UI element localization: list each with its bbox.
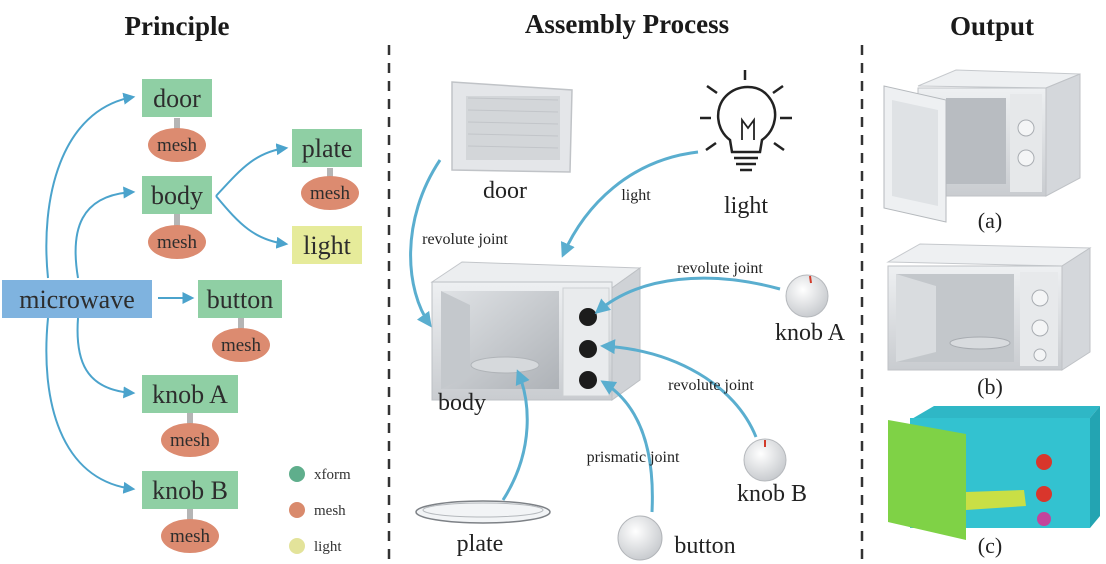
node-knob-b-label: knob B — [152, 476, 228, 505]
assembly-panel: door light body — [409, 70, 846, 561]
joint-knob-b-label: revolute joint — [668, 377, 754, 394]
node-body — [142, 176, 212, 214]
plate-part-label: plate — [457, 531, 504, 557]
knob-slot-a — [579, 308, 597, 326]
legend: xform mesh light — [289, 466, 351, 555]
output-a-label: (a) — [978, 208, 1002, 233]
node-knob-a — [142, 375, 238, 413]
node-plate — [292, 129, 362, 167]
mesh-knob-b — [161, 519, 219, 553]
node-microwave — [2, 280, 152, 318]
legend-xform-label: xform — [314, 467, 351, 483]
node-plate-label: plate — [302, 134, 353, 163]
joint-door-label: revolute joint — [422, 231, 508, 248]
mesh-knob-a — [161, 423, 219, 457]
mesh-body — [148, 225, 206, 259]
node-door-label: door — [153, 84, 201, 113]
mesh-door — [148, 128, 206, 162]
arrow-light — [560, 150, 699, 258]
node-door — [142, 79, 212, 117]
mesh-door-label: mesh — [157, 135, 198, 156]
principle-title: Principle — [125, 11, 230, 41]
legend-light-swatch — [289, 538, 305, 554]
mesh-button-label: mesh — [221, 335, 262, 356]
mesh-knob-b-label: mesh — [170, 526, 211, 547]
output-c-button — [1037, 512, 1051, 526]
plate-part — [415, 500, 551, 524]
knob-a-part-label: knob A — [775, 320, 846, 346]
output-b-label: (b) — [977, 374, 1003, 399]
mesh-plate — [301, 176, 359, 210]
principle-tree: microwave door mesh body mesh plate mesh… — [2, 79, 362, 553]
mesh-body-label: mesh — [157, 232, 198, 253]
microwave-body-part — [430, 261, 642, 401]
edge-microwave-knob-b — [45, 317, 136, 494]
joint-knob-a-label: revolute joint — [677, 260, 763, 277]
output-c-knob-a — [1036, 454, 1052, 470]
arrow-plate — [501, 369, 530, 501]
knob-b-part — [743, 438, 787, 482]
legend-light-label: light — [314, 539, 342, 555]
button-part-label: button — [674, 533, 735, 559]
arrow-knob-b-revolute — [600, 339, 758, 438]
knob-a-part — [785, 274, 829, 318]
mesh-button — [212, 328, 270, 362]
edge-body-plate — [215, 143, 289, 197]
door-part-label: door — [483, 178, 527, 204]
assembly-title: Assembly Process — [525, 9, 729, 39]
edge-microwave-knob-a — [76, 317, 136, 399]
arrow-button-prismatic — [600, 380, 654, 513]
joint-prismatic-label: prismatic joint — [587, 449, 680, 466]
edge-microwave-body — [74, 186, 136, 279]
legend-mesh-label: mesh — [314, 503, 346, 519]
output-c-knob-b — [1036, 486, 1052, 502]
door-part — [451, 81, 573, 173]
button-part — [617, 515, 663, 561]
light-part-label: light — [724, 193, 768, 219]
node-body-label: body — [151, 181, 203, 210]
node-button-label: button — [207, 285, 273, 314]
node-button — [198, 280, 282, 318]
legend-mesh-swatch — [289, 502, 305, 518]
node-light-label: light — [303, 231, 351, 260]
mesh-knob-a-label: mesh — [170, 430, 211, 451]
output-c-label: (c) — [978, 533, 1002, 558]
output-panel: (a) (b) (c) — [883, 69, 1100, 558]
body-part-label: body — [438, 390, 486, 416]
knob-slot-b — [579, 340, 597, 358]
node-knob-b — [142, 471, 238, 509]
node-microwave-label: microwave — [19, 285, 135, 314]
output-title: Output — [950, 11, 1034, 41]
mesh-plate-label: mesh — [310, 183, 351, 204]
knob-b-part-label: knob B — [737, 481, 807, 507]
arrow-knob-a-revolute — [594, 276, 781, 314]
output-a-render — [883, 69, 1081, 223]
output-b-render — [886, 243, 1092, 371]
arrow-door-revolute — [409, 159, 442, 328]
joint-light-label: light — [621, 187, 651, 204]
node-light — [292, 226, 362, 264]
button-slot — [579, 371, 597, 389]
legend-xform-swatch — [289, 466, 305, 482]
edge-microwave-door — [45, 92, 136, 279]
node-knob-a-label: knob A — [152, 380, 228, 409]
light-bulb-icon — [700, 70, 792, 172]
output-c-render — [888, 406, 1100, 540]
edge-body-light — [215, 195, 289, 249]
